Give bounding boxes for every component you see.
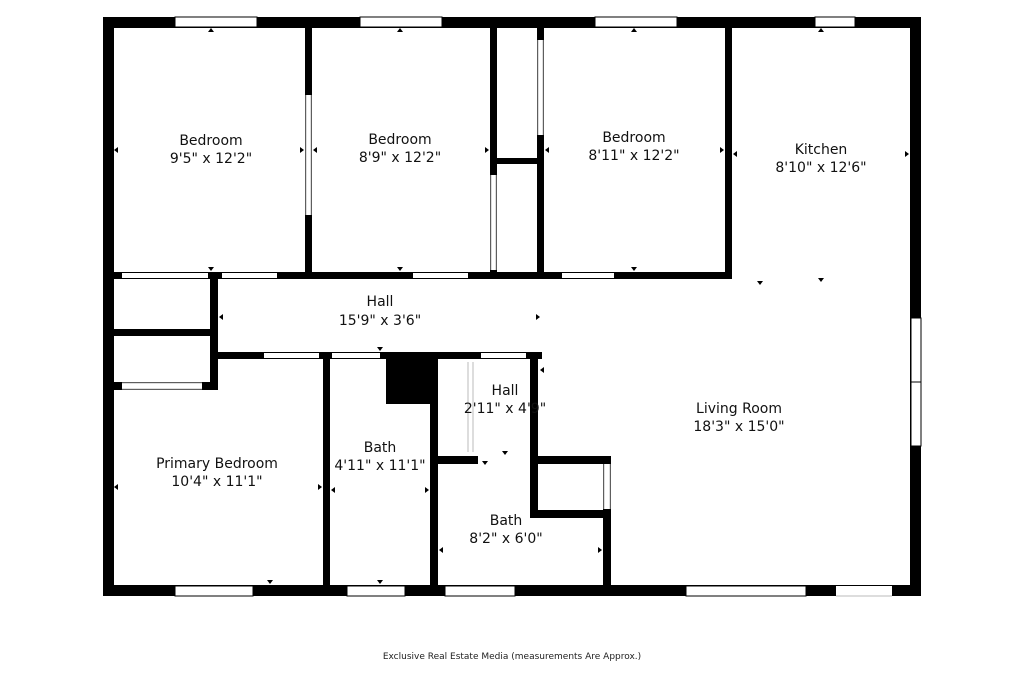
room-dims-primary-bedroom: 10'4" x 11'1" bbox=[171, 474, 262, 490]
room-name-bedroom-2: Bedroom bbox=[368, 132, 431, 148]
room-name-kitchen: Kitchen bbox=[795, 142, 848, 158]
interior-walls bbox=[114, 28, 732, 590]
room-dims-bedroom-3: 8'11" x 12'2" bbox=[588, 148, 679, 164]
room-dims-kitchen: 8'10" x 12'6" bbox=[775, 160, 866, 176]
room-dims-bedroom-2: 8'9" x 12'2" bbox=[359, 150, 441, 166]
room-dims-bedroom-1: 9'5" x 12'2" bbox=[170, 151, 252, 167]
room-name-bath-2: Bath bbox=[490, 513, 523, 529]
room-dims-hall-main: 15'9" x 3'6" bbox=[339, 313, 421, 329]
room-dims-living-room: 18'3" x 15'0" bbox=[693, 419, 784, 435]
measurement-ticks bbox=[114, 28, 909, 584]
room-dims-hall-small: 2'11" x 4'9" bbox=[464, 401, 546, 417]
opening-edges bbox=[122, 40, 892, 597]
door-openings bbox=[122, 40, 892, 596]
room-dims-bath-2: 8'2" x 6'0" bbox=[469, 531, 542, 547]
room-name-bedroom-1: Bedroom bbox=[179, 133, 242, 149]
footer-credit: Exclusive Real Estate Media (measurement… bbox=[382, 652, 642, 662]
room-name-bedroom-3: Bedroom bbox=[602, 130, 665, 146]
room-name-hall-small: Hall bbox=[492, 383, 519, 399]
windows bbox=[174, 16, 922, 597]
room-name-living-room: Living Room bbox=[696, 401, 782, 417]
room-name-primary-bedroom: Primary Bedroom bbox=[156, 456, 278, 472]
room-name-bath-1: Bath bbox=[364, 440, 397, 456]
room-dims-bath-1: 4'11" x 11'1" bbox=[334, 458, 425, 474]
room-name-hall-main: Hall bbox=[367, 294, 394, 310]
exterior-walls bbox=[103, 17, 921, 596]
